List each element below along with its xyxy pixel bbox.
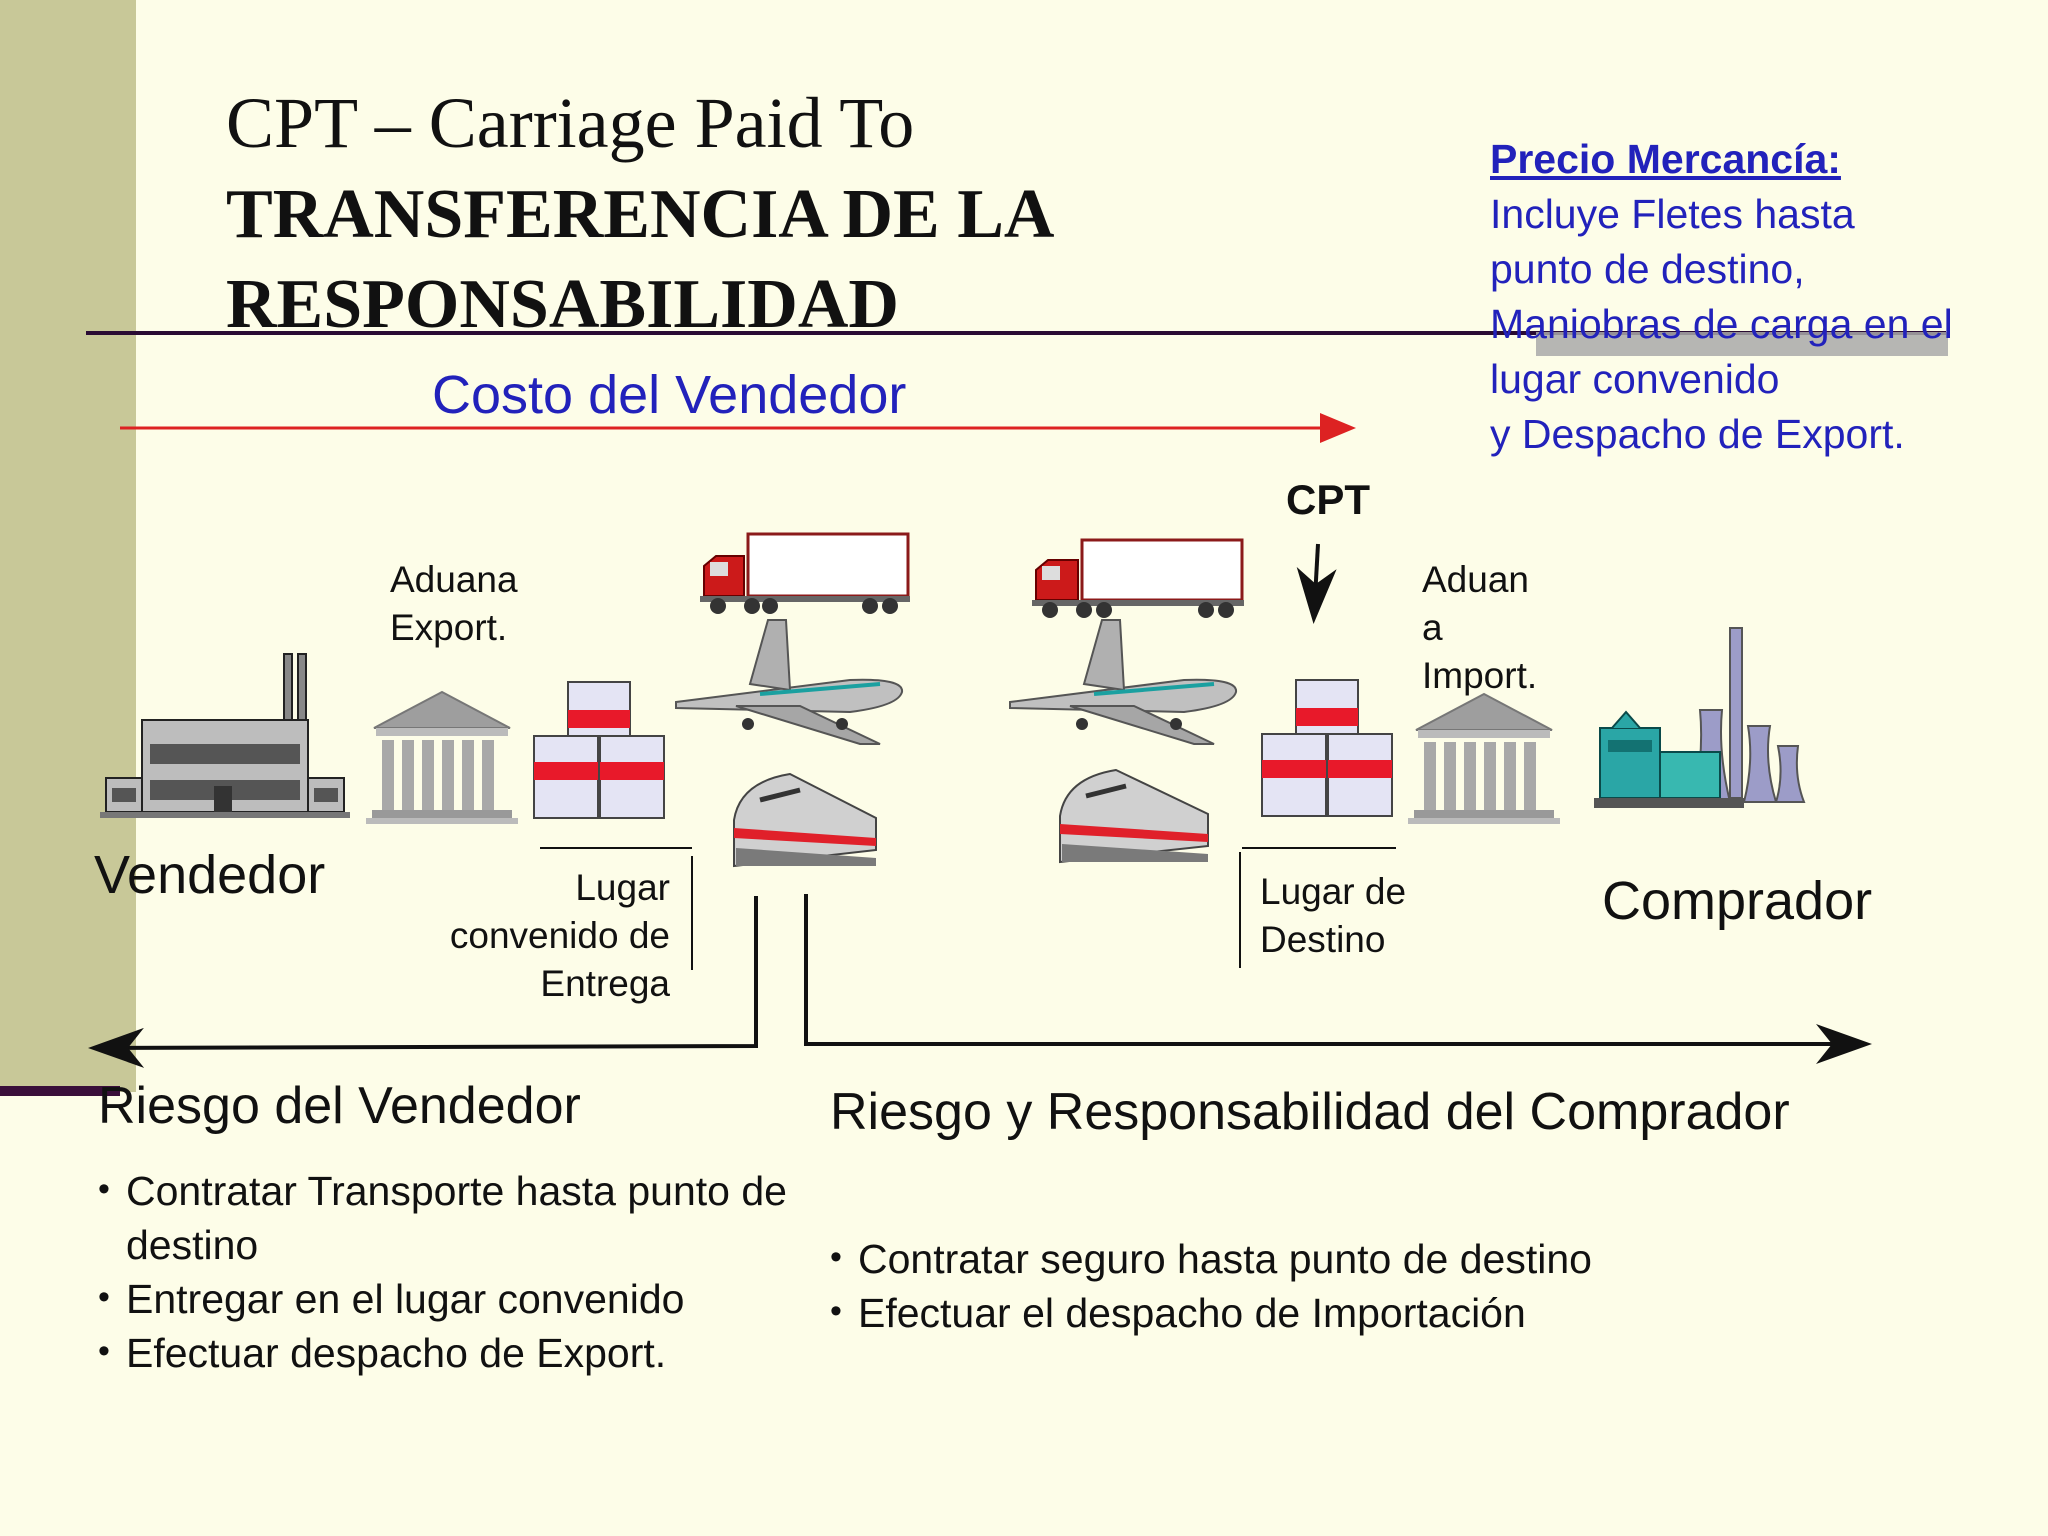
label-line: Aduana [390, 559, 518, 600]
subtitle-line-2: RESPONSABILIDAD [226, 266, 899, 343]
buyer-risk-heading: Riesgo y Responsabilidad del Comprador [830, 1083, 1790, 1141]
price-note-line: y Despacho de Export. [1490, 411, 1905, 457]
destination-place-label: Lugar de Destino [1260, 868, 1406, 964]
label-line: Destino [1260, 919, 1386, 960]
buyer-label: Comprador [1602, 871, 1873, 931]
truck-icon [700, 532, 910, 614]
list-item: Contratar Transporte hasta punto de dest… [98, 1162, 818, 1272]
label-line: Aduan [1422, 559, 1529, 600]
seller-risk-heading: Riesgo del Vendedor [98, 1077, 581, 1135]
train-icon [733, 772, 877, 868]
price-note-header: Precio Mercancía: [1490, 136, 1841, 182]
title-rule [86, 331, 1946, 335]
seller-risk-list: Contratar Transporte hasta punto de dest… [98, 1162, 818, 1380]
price-note-line: lugar convenido [1490, 356, 1780, 402]
label-line: Lugar [575, 867, 670, 908]
airplane-icon [1009, 619, 1237, 745]
factory-icon [100, 653, 350, 818]
price-note-line: Maniobras de carga en el [1490, 301, 1953, 347]
slide-subtitle: TRANSFERENCIA DE LA RESPONSABILIDAD [226, 170, 1054, 350]
label-line: Import. [1422, 655, 1538, 696]
seller-label: Vendedor [94, 845, 326, 905]
export-customs-label: Aduana Export. [390, 556, 518, 652]
left-bar-accent [0, 1086, 120, 1096]
label-line: Entrega [540, 963, 670, 1004]
cpt-point-label: CPT [1286, 476, 1370, 523]
cargo-boxes-icon [1261, 679, 1393, 817]
price-note: Precio Mercancía: Incluye Fletes hasta p… [1490, 132, 2030, 462]
label-line: Lugar de [1260, 871, 1407, 912]
seller-risk-arrow [88, 896, 758, 1068]
truck-icon [1032, 538, 1244, 618]
grey-strip [1536, 332, 1948, 356]
list-item: Efectuar despacho de Export. [98, 1324, 818, 1380]
industrial-plant-icon [1594, 627, 1806, 808]
train-icon [1059, 768, 1209, 864]
cargo-boxes-icon [533, 681, 665, 819]
customs-building-icon [1408, 692, 1560, 824]
list-item: Efectuar el despacho de Importación [830, 1284, 1930, 1340]
import-customs-label: Aduan a Import. [1422, 556, 1537, 700]
left-decorative-bar [0, 0, 136, 1092]
slide-title: CPT – Carriage Paid To [226, 83, 915, 163]
label-line: Export. [390, 607, 508, 648]
customs-building-icon [366, 690, 518, 824]
label-line: convenido de [449, 915, 670, 956]
delivery-place-label: Lugar convenido de Entrega [400, 864, 670, 1008]
price-note-line: Incluye Fletes hasta [1490, 191, 1855, 237]
buyer-risk-list: Contratar seguro hasta punto de destino … [830, 1230, 1930, 1340]
list-item: Entregar en el lugar convenido [98, 1270, 818, 1326]
airplane-icon [675, 619, 903, 745]
subtitle-line-1: TRANSFERENCIA DE LA [226, 176, 1055, 253]
cpt-pointer-arrow [1296, 543, 1337, 624]
seller-cost-label: Costo del Vendedor [432, 365, 907, 425]
list-item: Contratar seguro hasta punto de destino [830, 1230, 1930, 1286]
label-line: a [1422, 607, 1443, 648]
buyer-risk-arrow [804, 894, 1872, 1064]
price-note-line: punto de destino, [1490, 246, 1805, 292]
